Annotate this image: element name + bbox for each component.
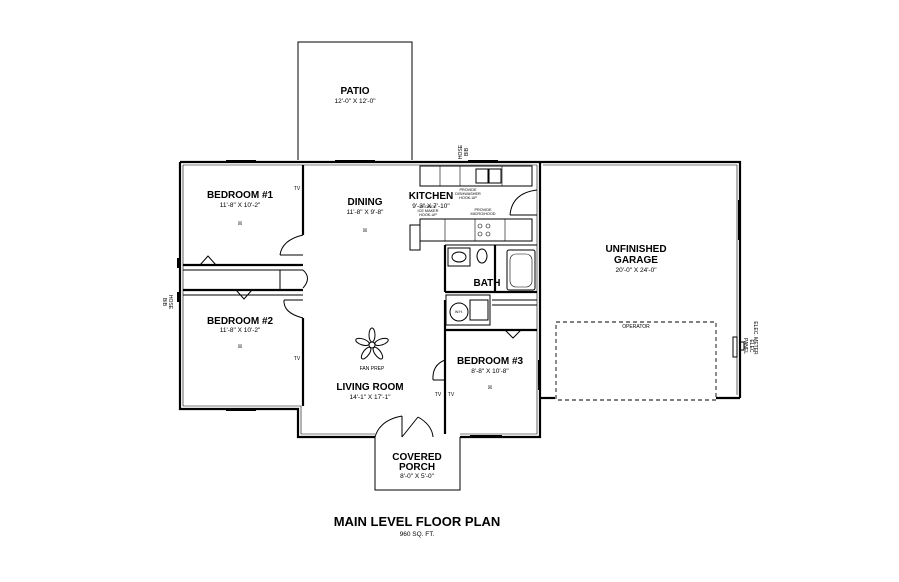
dining-dim: 11'-8" X 9'-8" [347,209,385,216]
dining-name: DINING [348,197,383,208]
hose-label-line1: HOSE [167,295,173,310]
hood-note-line1: PROVIDE [474,208,492,212]
ice-note-line1: PROVIDE [419,205,437,209]
interior-walls [183,165,537,434]
kitchen-counter-lower [419,218,533,242]
ceiling-light-icon: ☒ [238,344,243,350]
patio: PATIO 12'-0" X 12'-0" [297,41,413,160]
bedroom1-name: BEDROOM #1 [207,190,274,201]
ceiling-fan-icon [355,327,389,360]
bedroom2-name: BEDROOM #2 [207,316,274,327]
patio-dim: 12'-0" X 12'-0" [334,98,376,105]
plan-area: 960 SQ. FT. [400,531,435,538]
bath-sink [451,251,467,263]
living-name: LIVING ROOM [336,382,403,393]
kitchen-fixtures: PROVIDE DISHWASHER HOOK-UP PROVIDE ICE M… [409,165,538,251]
bathtub [506,249,536,291]
room-labels: BEDROOM #1 11'-8" X 10'-2" ☒ BEDROOM #2 … [207,190,524,401]
living-dim: 14'-1" X 17'-1" [349,394,391,401]
bedroom3-dim: 8'-8" X 10'-8" [471,368,509,375]
water-heater [449,302,469,322]
tv-label: TV [435,392,442,398]
ceiling-light-icon: ☒ [238,221,243,227]
elec-meter-label: ELEC. METER [752,321,758,355]
dishwasher-note-line1: PROVIDE [459,188,477,192]
garage-dim: 20'-0" X 24'-0" [615,267,657,274]
kitchen-dim: 9'-3" X 7'-10" [412,203,450,210]
tv-label: TV [294,186,301,192]
sink-right [488,168,502,184]
porch: COVERED PORCH 8'-0" X 5'-0" [374,415,461,491]
garage: UNFINISHED GARAGE 20'-0" X 24'-0" OPERAT… [540,160,758,401]
tv-labels: TV TV TV TV [294,186,455,398]
bedroom1-dim: 11'-8" X 10'-2" [220,202,261,209]
hose-label-line2: BIB [464,147,470,156]
porch-name-line2: PORCH [399,462,435,473]
windows [177,160,741,438]
hose-bib-left: HOSE BIB [161,295,173,310]
bedroom3-name: BEDROOM #3 [457,356,524,367]
elec-label-line2: PANEL [742,338,748,354]
tv-label: TV [294,356,301,362]
toilet [476,248,488,264]
hose-bib-top: HOSE BIB [458,144,470,159]
kitchen-name: KITCHEN [409,191,453,202]
tv-label: TV [448,392,455,398]
bath-fixtures: W.H. [445,247,536,326]
bedroom2-dim: 11'-8" X 10'-2" [220,327,261,334]
hood-note-line2: MICRO/HOOD [470,212,495,216]
ceiling-light-icon: ☒ [488,385,493,391]
porch-name-line1: COVERED [392,452,441,463]
dishwasher-note-line2: DISHWASHER [455,192,481,196]
ice-note-line2: ICE MAKER [418,209,439,213]
elec-label-line1: ELEC [748,339,754,352]
porch-dim: 8'-0" X 5'-0" [400,473,435,480]
garage-name-line2: GARAGE [614,255,658,266]
bath-name: BATH [473,278,500,289]
patio-name: PATIO [340,86,369,97]
fan-prep-label: FAN PREP [360,366,385,372]
hose-label-line2: BIB [161,298,167,307]
ceiling-light-icon: ☒ [363,228,368,234]
ice-note-line3: HOOK-UP [419,213,437,217]
dishwasher-note-line3: HOOK-UP [459,196,477,200]
garage-name-line1: UNFINISHED [605,244,666,255]
plan-title: MAIN LEVEL FLOOR PLAN [334,514,501,529]
wh-label: W.H. [455,310,463,314]
elec-panel [732,336,738,358]
hose-label-line1: HOSE [458,144,464,159]
sink-left [475,168,489,184]
operator-label: OPERATOR [622,324,650,330]
